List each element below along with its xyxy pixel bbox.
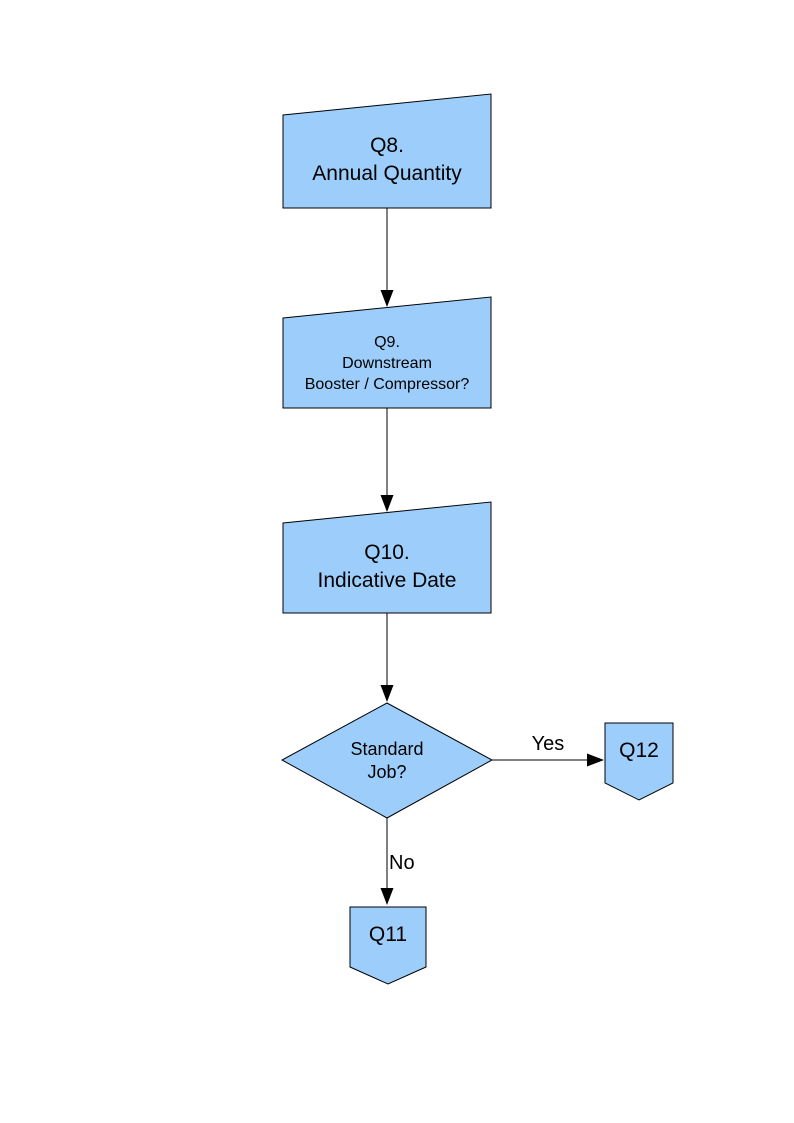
q9-label-line-2: Downstream — [342, 354, 432, 372]
standard-job-label-line-1: Standard — [350, 738, 424, 759]
q11-label: Q11 — [350, 907, 426, 963]
standard-job-decision-diamond — [280, 702, 494, 819]
q10-label-line-1: Q10. — [364, 540, 410, 564]
q12-offpage-connector-shape — [604, 722, 674, 801]
q12-label-text: Q12 — [619, 739, 659, 762]
q8-manual-input-shape — [282, 93, 492, 209]
standard-job-label: Standard Job? — [282, 703, 492, 818]
q10-manual-input-shape — [282, 501, 492, 614]
q12-label: Q12 — [605, 723, 673, 779]
no-edge-label: No — [389, 852, 415, 874]
q10-label-line-2: Indicative Date — [317, 568, 457, 592]
yes-edge-label: Yes — [531, 733, 565, 755]
q10-label: Q10. Indicative Date — [283, 520, 491, 613]
q9-label-line-1: Q9. — [374, 333, 400, 351]
q8-label-line-1: Q8. — [370, 134, 404, 157]
q11-offpage-connector-shape — [349, 906, 427, 985]
q8-label-line-2: Annual Quantity — [312, 162, 462, 185]
q11-label-text: Q11 — [368, 923, 408, 946]
q9-label: Q9. Downstream Booster / Compressor? — [283, 318, 491, 408]
q9-label-line-3: Booster / Compressor? — [304, 375, 470, 393]
q9-manual-input-shape — [282, 296, 492, 409]
q8-label: Q8. Annual Quantity — [283, 112, 491, 208]
standard-job-label-line-2: Job? — [367, 761, 407, 782]
